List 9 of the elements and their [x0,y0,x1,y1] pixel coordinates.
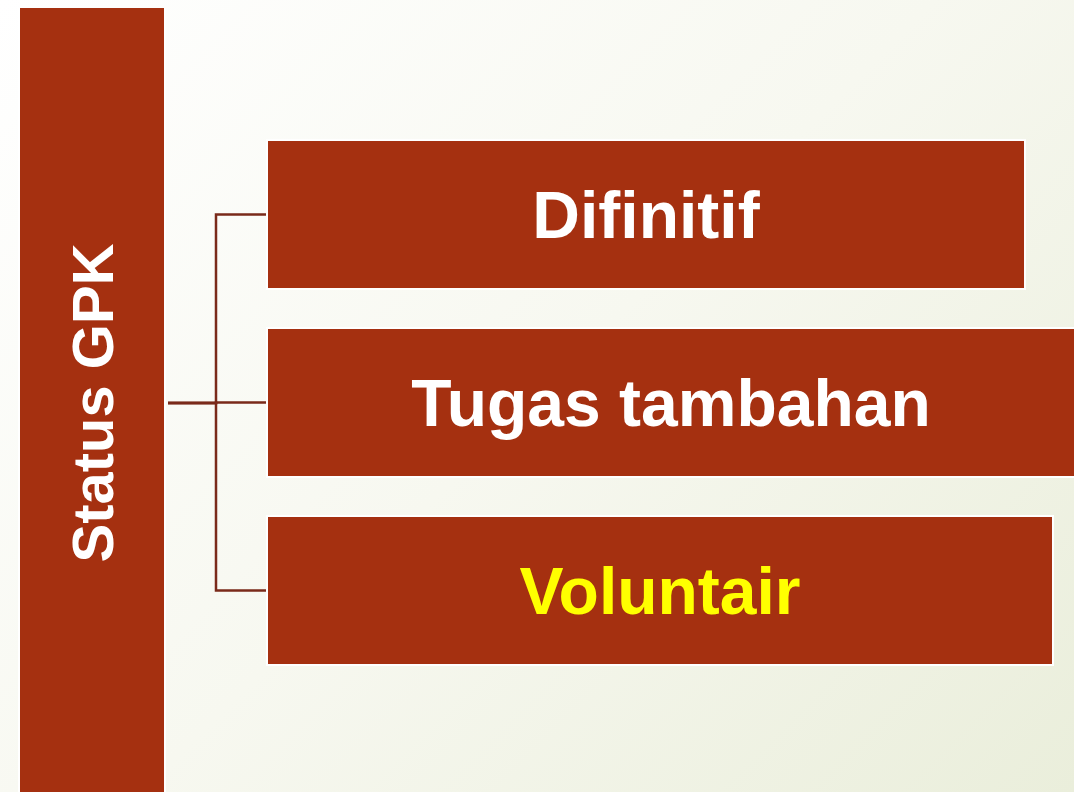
banner-title: Status GPK [58,243,126,563]
vertical-banner [18,8,166,792]
connector-line [168,401,266,592]
category-box [266,139,1026,290]
category-box [266,515,1054,666]
category-label: Tugas tambahan [411,364,931,441]
category-box [266,327,1074,478]
category-label: Difinitif [532,176,760,253]
category-label: Voluntair [519,552,801,629]
